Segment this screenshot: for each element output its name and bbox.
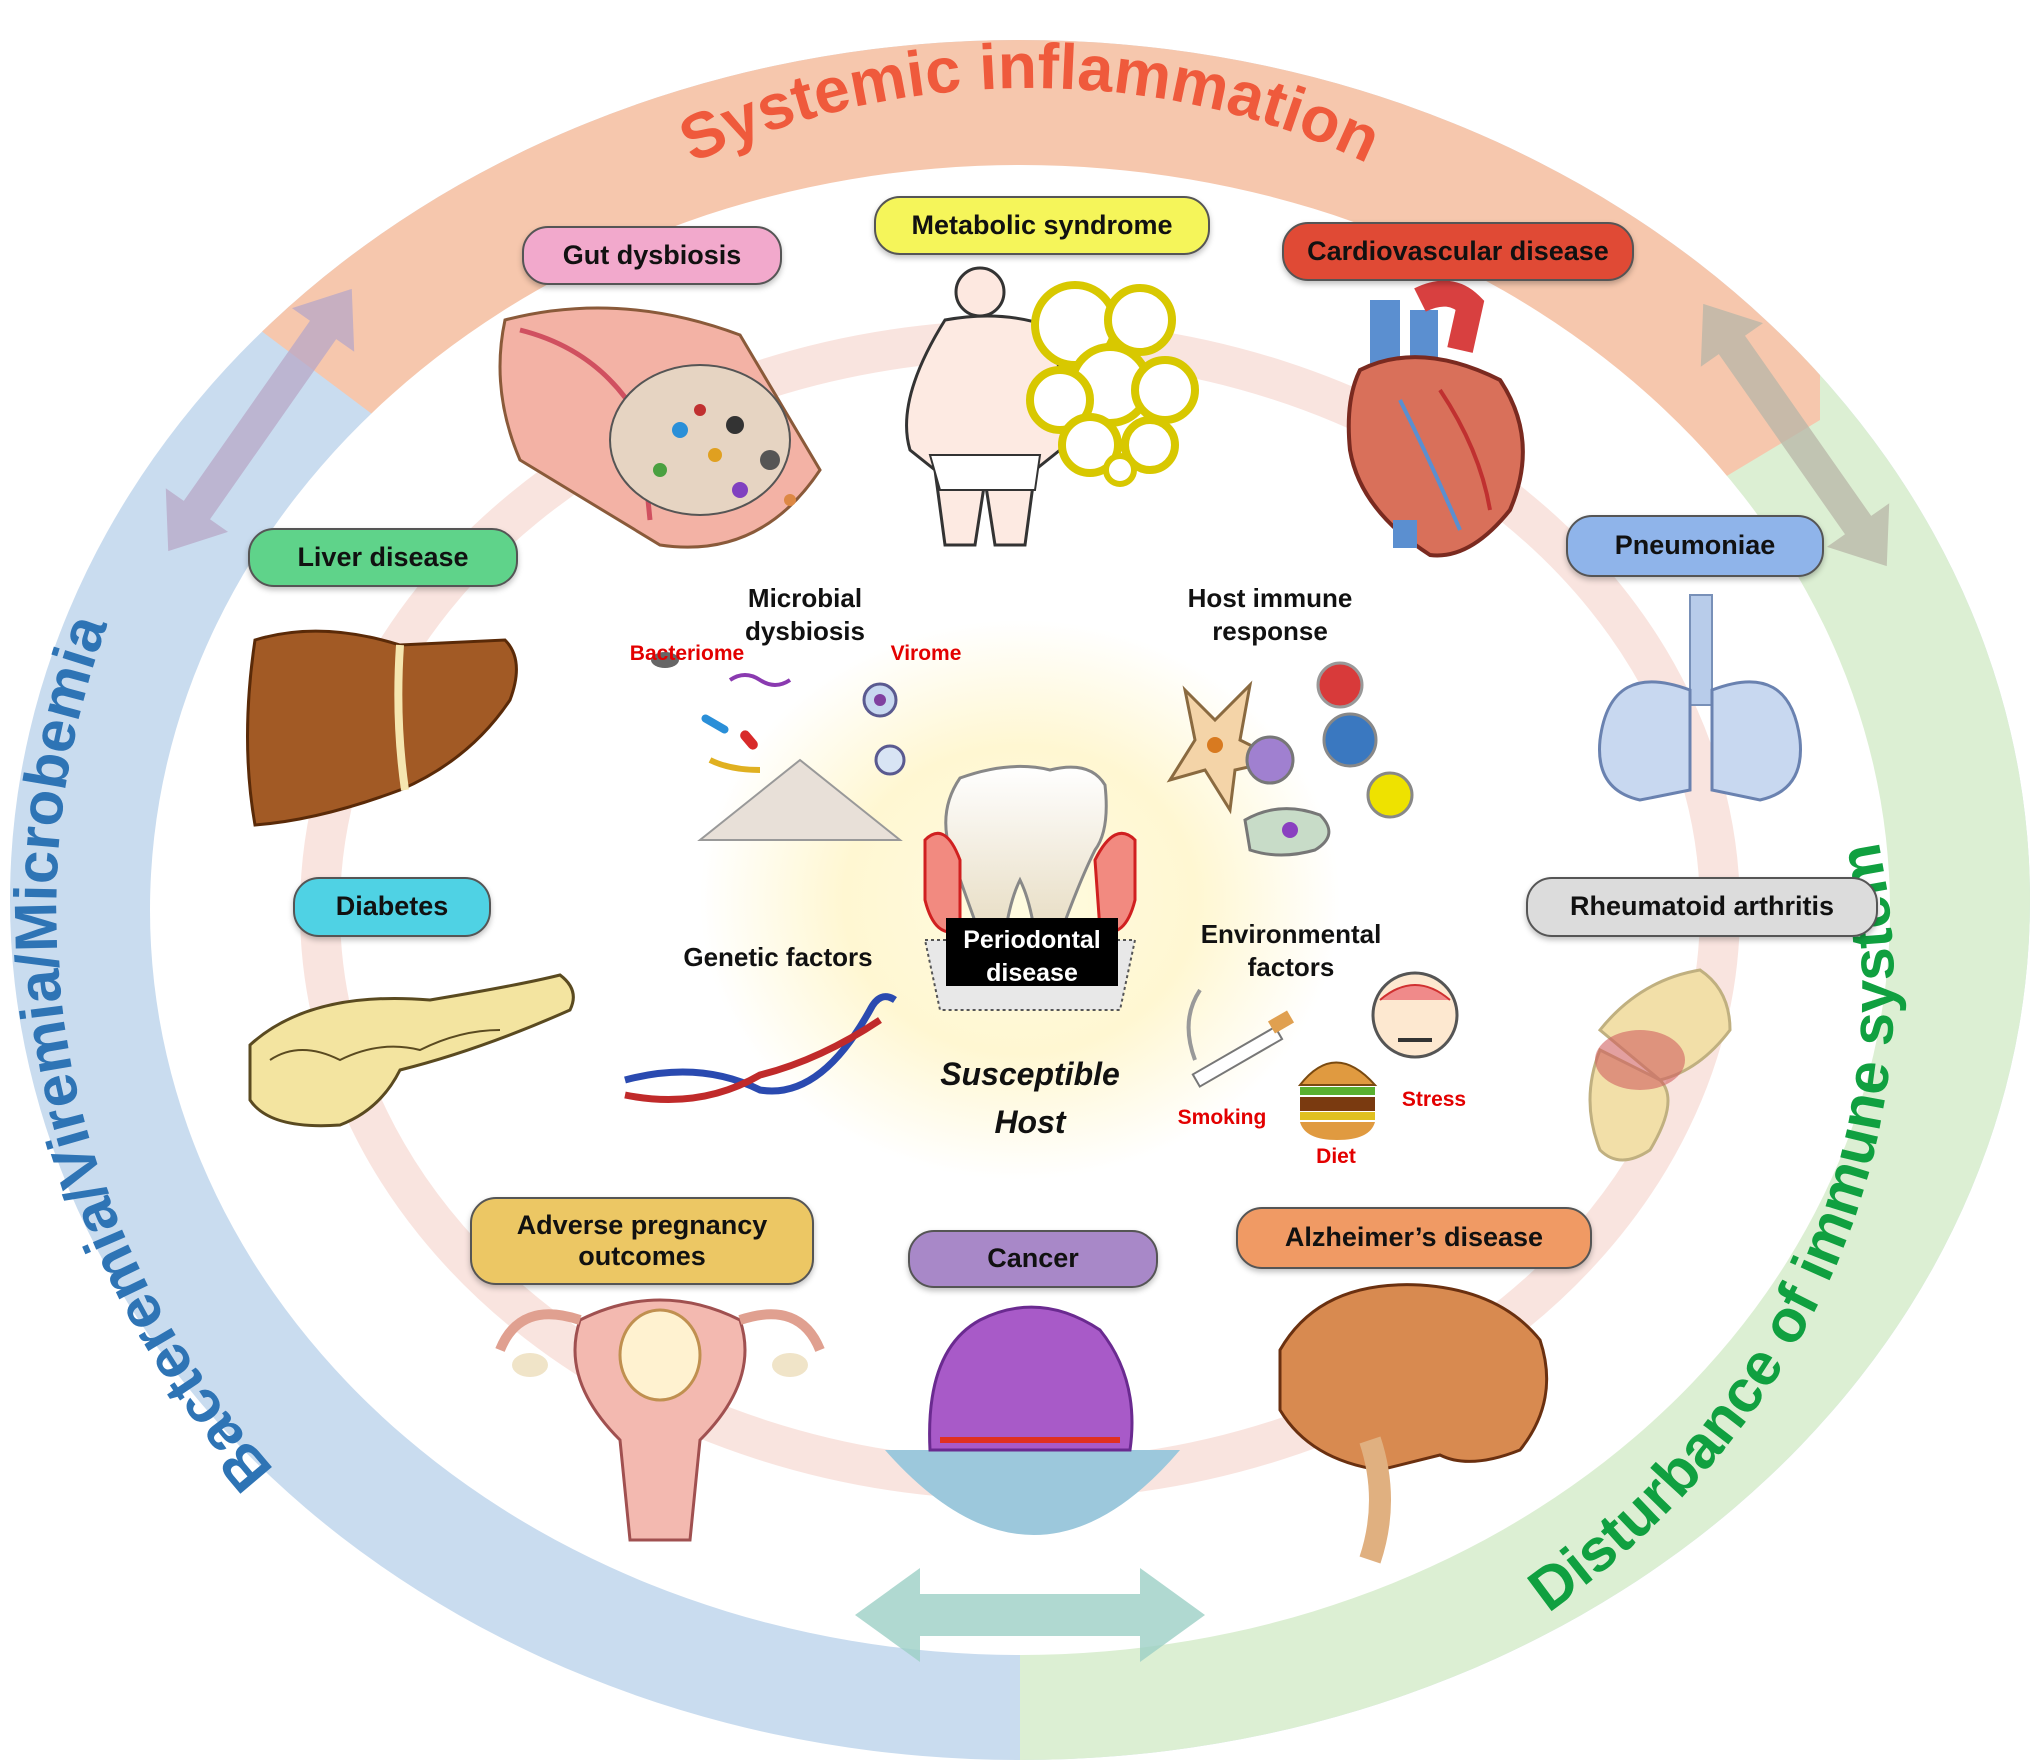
double-arrow-icon xyxy=(1700,303,1890,567)
double-arrow-icon xyxy=(855,1568,1205,1662)
adverse-pregnancy-line1: Adverse pregnancy xyxy=(516,1209,768,1240)
environmental-factors-label: Environmental factors xyxy=(1176,918,1406,983)
pneumoniae-label: Pneumoniae xyxy=(1566,515,1824,577)
virome-label: Virome xyxy=(890,642,962,665)
host-immune-line1: Host immune xyxy=(1187,583,1353,613)
cardiovascular-disease-label: Cardiovascular disease xyxy=(1282,222,1634,281)
microbial-line2: dysbiosis xyxy=(745,615,865,646)
obese-body-icon xyxy=(905,266,1067,547)
cancer-label: Cancer xyxy=(908,1230,1158,1288)
dna-icon xyxy=(624,993,897,1103)
immune-cells-icon xyxy=(1166,661,1414,857)
susceptible-line1: Susceptible xyxy=(940,1056,1120,1092)
host-immune-line2: response xyxy=(1212,615,1328,646)
alzheimers-disease-label: Alzheimer’s disease xyxy=(1236,1207,1592,1269)
adverse-pregnancy-line2: outcomes xyxy=(578,1241,706,1271)
susceptible-line2: Host xyxy=(994,1104,1066,1140)
fat-cells-icon xyxy=(1026,281,1199,487)
diet-label: Diet xyxy=(1316,1145,1356,1168)
center-glow xyxy=(700,620,1340,1180)
periodontal-line2: disease xyxy=(986,958,1078,987)
gut-icon xyxy=(498,306,822,549)
brain-icon xyxy=(1278,1283,1549,1564)
joint-icon xyxy=(1588,968,1732,1162)
diabetes-label: Diabetes xyxy=(293,877,491,937)
metabolic-syndrome-label: Metabolic syndrome xyxy=(874,196,1210,255)
cigarette-icon xyxy=(1186,988,1295,1088)
double-arrow-icon xyxy=(165,288,355,552)
burger-icon xyxy=(1297,1061,1378,1140)
microbial-dysbiosis-label: Microbial dysbiosis xyxy=(700,582,910,647)
microbial-line1: Microbial xyxy=(747,583,863,613)
adverse-pregnancy-label: Adverse pregnancy outcomes xyxy=(470,1197,814,1285)
pancreas-icon xyxy=(248,973,575,1128)
liver-icon xyxy=(246,629,518,827)
liver-disease-label: Liver disease xyxy=(248,528,518,587)
bacteriome-label: Bacteriome xyxy=(629,642,745,665)
virus-icon xyxy=(862,682,906,776)
environmental-line1: Environmental xyxy=(1200,919,1382,949)
uterus-icon xyxy=(495,1298,825,1542)
stress-label: Stress xyxy=(1401,1088,1467,1111)
genetic-factors-label: Genetic factors xyxy=(683,942,873,972)
bacteria-icon xyxy=(651,652,903,841)
environmental-line2: factors xyxy=(1247,951,1335,982)
tumor-icon xyxy=(885,1305,1180,1535)
rheumatoid-arthritis-label: Rheumatoid arthritis xyxy=(1526,877,1878,937)
lungs-icon xyxy=(1598,594,1802,802)
heart-icon xyxy=(1346,280,1525,558)
gut-dysbiosis-label: Gut dysbiosis xyxy=(522,226,782,285)
smoking-label: Smoking xyxy=(1177,1106,1267,1129)
stress-face-icon xyxy=(1371,971,1459,1059)
host-immune-response-label: Host immune response xyxy=(1150,582,1390,647)
periodontal-disease-label: Periodontal disease xyxy=(946,918,1118,987)
periodontal-line1: Periodontal xyxy=(963,926,1101,954)
susceptible-host-label: Susceptible Host xyxy=(920,1050,1140,1146)
